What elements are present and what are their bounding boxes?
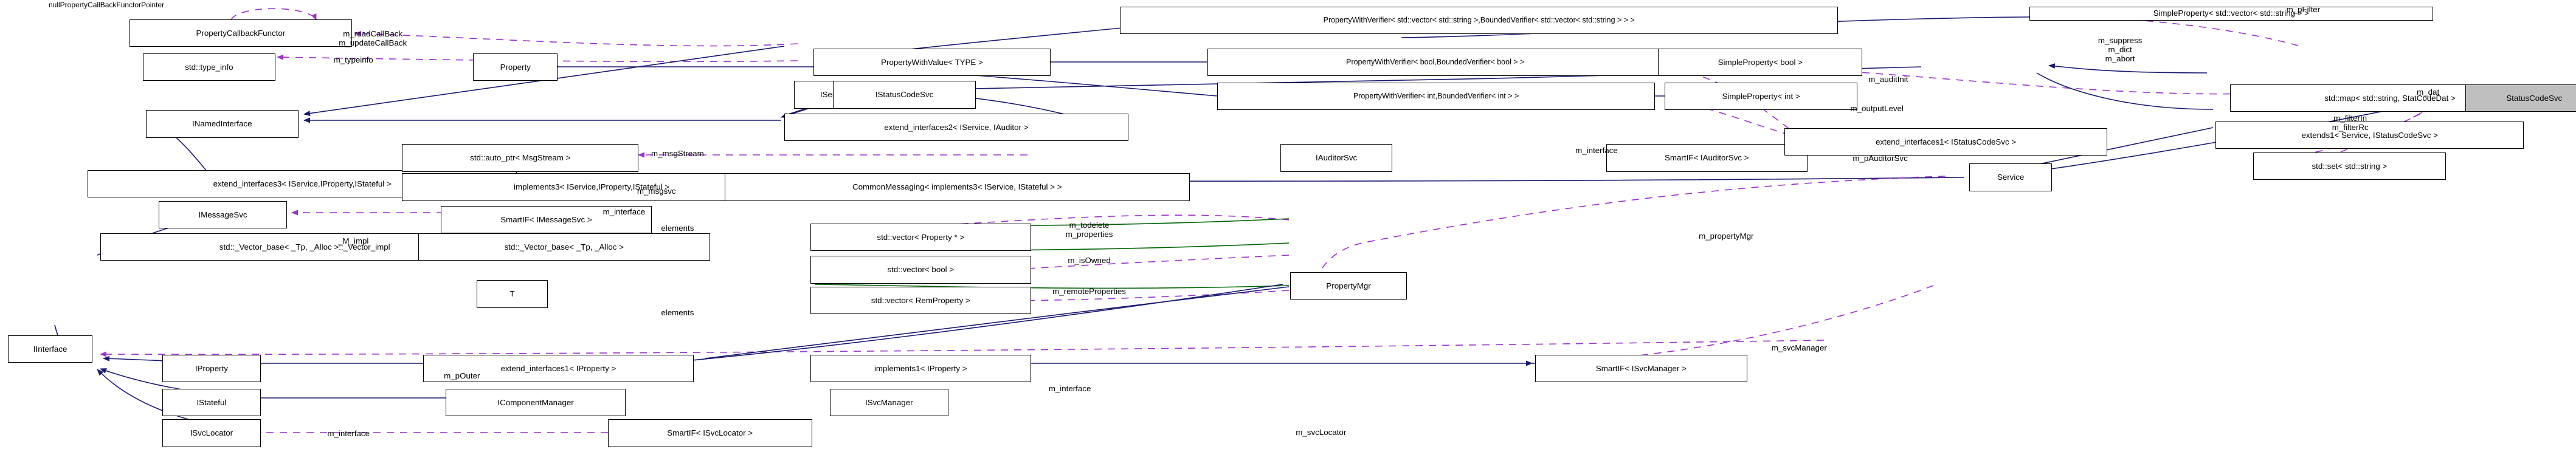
graph-node[interactable]: std::set< std::string > — [2253, 152, 2446, 180]
graph-node[interactable]: SmartIF< IMessageSvc > — [441, 205, 652, 233]
graph-node[interactable]: CommonMessaging< implements3< IService, … — [724, 173, 1190, 201]
graph-node[interactable]: std::vector< Property * > — [810, 223, 1031, 252]
graph-node[interactable]: PropertyWithVerifier< int,BoundedVerifie… — [1217, 82, 1655, 111]
edge-label: m_remoteProperties — [1052, 286, 1126, 296]
graph-node[interactable]: IMessageSvc — [159, 200, 287, 228]
graph-node[interactable]: IInterface — [8, 335, 92, 363]
graph-node[interactable]: Property — [473, 53, 558, 81]
edge-label: m_todelete m_properties — [1065, 220, 1113, 239]
edge-label: elements — [661, 307, 694, 317]
graph-node[interactable]: SimpleProperty< bool > — [1658, 48, 1863, 77]
edge-label: m_interface — [1575, 145, 1618, 155]
graph-node[interactable]: IStateful — [162, 388, 261, 417]
graph-node[interactable]: implements3< IService,IProperty,IStatefu… — [402, 173, 781, 201]
edge-label: m_outputLevel — [1850, 103, 1904, 113]
edge-label: m_pOuter — [444, 371, 480, 380]
edge-label: m_msgStream — [651, 149, 704, 159]
graph-node[interactable]: T — [476, 280, 548, 308]
graph-node[interactable]: PropertyWithValue< TYPE > — [813, 48, 1051, 77]
graph-node[interactable]: SmartIF< ISvcLocator > — [607, 419, 812, 447]
edge-label: m_interface — [1048, 383, 1091, 393]
graph-node[interactable]: SmartIF< IAuditorSvc > — [1606, 144, 1808, 172]
edge-label: m_auditInit — [1868, 74, 1908, 84]
edge-label: elements — [661, 223, 694, 233]
graph-node[interactable]: SimpleProperty< std::vector< std::string… — [2029, 6, 2433, 21]
graph-node[interactable]: PropertyMgr — [1290, 272, 1407, 300]
edge-label: m_pAuditorSvc — [1853, 154, 1908, 163]
edge-label: m_typeinfo — [333, 55, 373, 64]
edge-label: m_pFilter — [2286, 4, 2321, 14]
graph-node[interactable]: std::vector< bool > — [810, 256, 1031, 284]
graph-node[interactable]: std::_Vector_base< _Tp, _Alloc > — [418, 233, 710, 261]
graph-node[interactable]: SmartIF< ISvcManager > — [1535, 354, 1747, 383]
edge-label: m_svcManager — [1771, 343, 1827, 353]
graph-node[interactable]: extend_interfaces1< IStatusCodeSvc > — [1784, 128, 2107, 156]
graph-node[interactable]: implements1< IProperty > — [810, 354, 1031, 383]
graph-node[interactable]: ISvcLocator — [162, 419, 261, 447]
graph-node[interactable]: PropertyCallbackFunctor — [129, 19, 352, 47]
edge-label: _M_impl — [338, 236, 369, 246]
edge-label: m_interface — [603, 207, 646, 217]
edge-label: m_interface — [327, 429, 370, 439]
graph-node[interactable]: PropertyWithVerifier< bool,BoundedVerifi… — [1207, 48, 1663, 77]
graph-node[interactable]: extend_interfaces1< IProperty > — [423, 354, 694, 383]
edge-label: m_msgsvc — [637, 186, 676, 196]
graph-node[interactable]: ISvcManager — [829, 388, 948, 417]
edge-label: m_isOwned — [1068, 256, 1111, 265]
graph-node[interactable]: PropertyWithVerifier< std::vector< std::… — [1120, 6, 1839, 34]
graph-node[interactable]: IAuditorSvc — [1280, 144, 1393, 172]
graph-node[interactable]: INamedInterface — [145, 110, 299, 138]
graph-node[interactable]: StatusCodeSvc — [2465, 84, 2576, 112]
graph-node[interactable]: IStatusCodeSvc — [833, 81, 976, 109]
graph-node[interactable]: extends1< Service, IStatusCodeSvc > — [2215, 121, 2524, 149]
graph-node[interactable]: Service — [1969, 163, 2053, 191]
graph-node[interactable]: extend_interfaces2< IService, IAuditor > — [784, 113, 1128, 141]
edge-label: m_readCallBack m_updateCallBack — [339, 29, 407, 48]
graph-node[interactable]: IComponentManager — [446, 388, 626, 417]
diagram-title-label: nullPropertyCallBackFunctorPointer — [49, 1, 165, 9]
graph-node[interactable]: std::type_info — [142, 53, 276, 81]
edge-label: m_filterIn m_filterRc — [2332, 113, 2369, 132]
graph-node[interactable]: IProperty — [162, 354, 261, 383]
graph-node[interactable]: SimpleProperty< int > — [1664, 82, 1858, 111]
edge-label: m_svcLocator — [1296, 427, 1347, 437]
edge-label: m_dat — [2417, 87, 2440, 97]
graph-node[interactable]: std::auto_ptr< MsgStream > — [402, 144, 639, 172]
edge-label: m_suppress m_dict m_abort — [2098, 35, 2143, 64]
edge-label: m_propertyMgr — [1699, 231, 1754, 241]
graph-node[interactable]: std::vector< RemProperty > — [810, 286, 1031, 315]
